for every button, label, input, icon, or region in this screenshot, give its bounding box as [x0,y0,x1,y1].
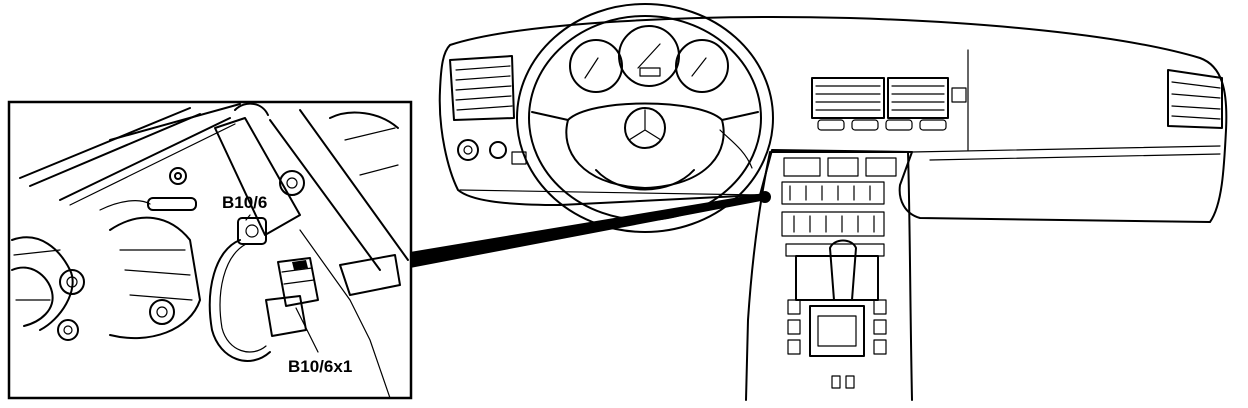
dashboard-drawing [438,3,1228,401]
mercedes-star-icon [624,107,666,149]
sensor-label: B10/6 [222,193,267,212]
callout-pointer [410,193,766,268]
connector-label: B10/6x1 [288,357,352,376]
detail-inset: B10/6 B10/6x1 [7,100,413,400]
